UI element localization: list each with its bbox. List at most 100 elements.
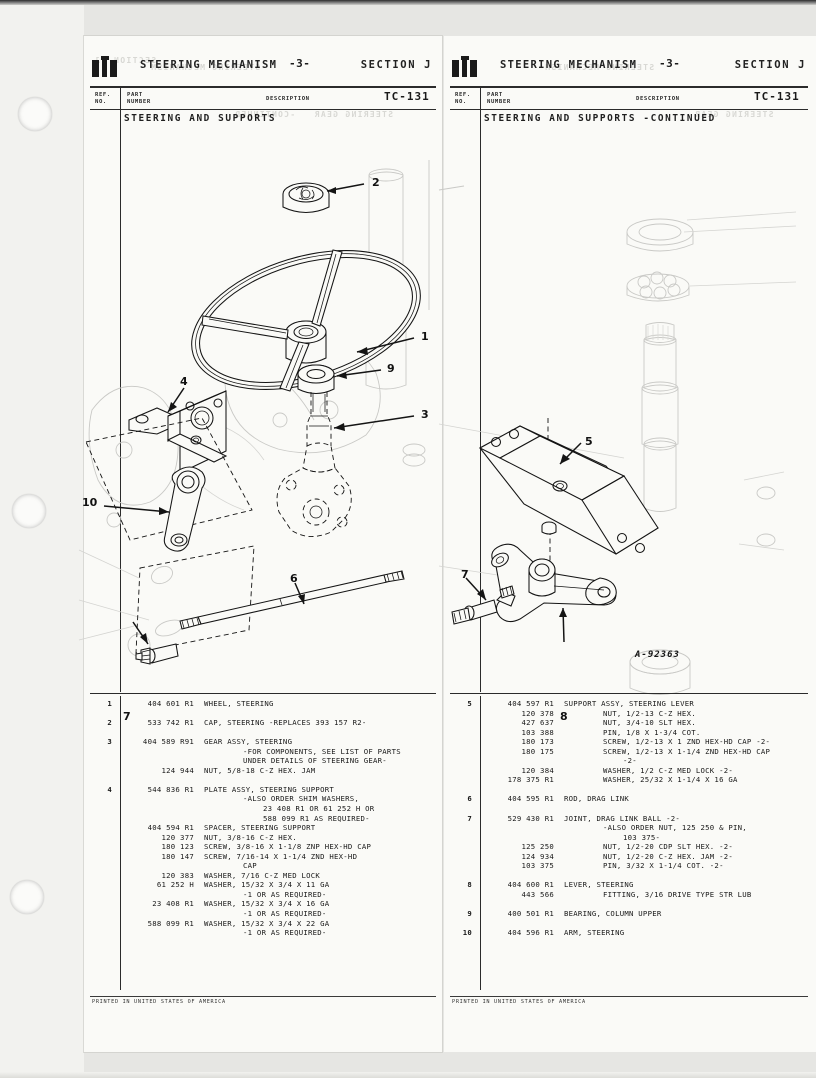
ih-logo-icon xyxy=(92,56,118,80)
part-wheel-steering xyxy=(191,249,421,392)
parts-list-spacer xyxy=(456,899,808,909)
part-description: NUT, 5/8-18 C-Z HEX. JAM xyxy=(204,765,316,775)
part-description: ARM, STEERING xyxy=(564,928,625,938)
catalog-code: TC-131 xyxy=(384,90,430,103)
part-joint-drag-link-ball-left xyxy=(135,643,179,665)
assembly-outline-2 xyxy=(135,545,255,654)
header-rule xyxy=(90,86,436,88)
parts-list-row: -1 OR AS REQUIRED- xyxy=(96,928,436,938)
part-bearing-column-upper xyxy=(297,364,335,395)
part-number: 404 594 R1 xyxy=(147,823,194,833)
footer-note: PRINTED IN UNITED STATES OF AMERICA xyxy=(452,999,586,1005)
part-support-assy-steering-lever xyxy=(478,425,659,555)
bleed-through-drawing-right xyxy=(438,211,797,577)
part-description: -1 OR AS REQUIRED- xyxy=(243,928,327,938)
part-description: PLATE ASSY, STEERING SUPPORT xyxy=(204,784,335,794)
scan-top-shadow xyxy=(0,0,816,5)
part-description: WASHER, 1/2 C-Z MED LOCK -2- xyxy=(603,765,734,775)
part-description: SPACER, STEERING SUPPORT xyxy=(204,823,316,833)
part-number: 533 742 R1 xyxy=(147,718,194,728)
part-number: 180 173 xyxy=(521,737,554,747)
punch-hole xyxy=(12,494,46,528)
part-description: WASHER, 15/32 X 3/4 X 11 GA xyxy=(204,880,330,890)
footer-rule xyxy=(90,996,436,997)
part-description: WASHER, 15/32 X 3/4 X 22 GA xyxy=(204,918,330,928)
part-number: 400 501 R1 xyxy=(507,909,554,919)
part-number: 23 408 R1 xyxy=(152,899,194,909)
part-description: FITTING, 3/16 DRIVE TYPE STR LUB xyxy=(603,889,752,899)
part-arm-steering xyxy=(163,466,206,552)
parts-list-row: UNDER DETAILS OF STEERING GEAR- xyxy=(96,756,436,766)
column-header-description: DESCRIPTION xyxy=(266,96,310,102)
part-number: 544 836 R1 xyxy=(147,784,194,794)
list-ref-divider xyxy=(480,696,481,990)
list-ref-divider xyxy=(120,696,121,990)
header-page-number: -3- xyxy=(659,57,681,70)
leader-line-10 xyxy=(103,505,170,513)
part-joint-drag-link-ball-right xyxy=(451,585,516,625)
parts-list-spacer xyxy=(96,709,436,719)
column-header-ref-no: REF.NO. xyxy=(95,92,111,105)
part-description: -FOR COMPONENTS, SEE LIST OF PARTS xyxy=(243,746,401,756)
part-description: BEARING, COLUMN UPPER xyxy=(564,909,662,919)
parts-list-row: -1 OR AS REQUIRED- xyxy=(96,890,436,900)
header-title: STEERING MECHANISM xyxy=(140,59,278,71)
part-description: 103 375- xyxy=(623,832,661,842)
header-section: SECTION J xyxy=(734,59,806,71)
part-rod-drag-link xyxy=(179,570,405,630)
parts-list-spacer xyxy=(456,919,808,929)
punch-hole xyxy=(10,880,44,914)
part-nut-stud xyxy=(541,521,557,535)
part-description: WASHER, 7/16 C-Z MED LOCK xyxy=(204,870,321,880)
parts-list-row: 3 404 589 R91 GEAR ASSY, STEERING xyxy=(96,737,436,747)
parts-list-spacer xyxy=(456,871,808,881)
part-number: 103 388 xyxy=(521,727,554,737)
figure-left-border xyxy=(120,109,121,692)
part-number: 103 375 xyxy=(521,861,554,871)
ih-logo-icon xyxy=(452,56,478,80)
callout-8: 8 xyxy=(560,710,568,723)
catalog-page-left: STEERING MECHANISM STEERING GEAR -CONTIN… xyxy=(78,36,442,1052)
catalog-code: TC-131 xyxy=(754,90,800,103)
figure-left-border xyxy=(480,109,481,692)
part-number: 124 934 xyxy=(521,851,554,861)
part-number: 404 595 R1 xyxy=(507,794,554,804)
parts-list-spacer xyxy=(96,775,436,785)
part-number: 61 252 H xyxy=(156,880,194,890)
part-number: 404 589 R91 xyxy=(142,737,194,747)
catalog-page-right: STEERING MECHANISM STEERING GEAR STEERIN… xyxy=(438,36,816,1052)
parts-list-row: 588 099 R1 AS REQUIRED- xyxy=(96,814,436,824)
exploded-parts-diagram-right xyxy=(438,120,816,695)
part-description: WHEEL, STEERING xyxy=(204,699,274,708)
parts-list-row: -ALSO ORDER NUT, 125 250 & PIN, xyxy=(456,823,808,833)
part-number: 443 566 xyxy=(521,889,554,899)
part-number: 529 430 R1 xyxy=(507,813,554,823)
part-description: LEVER, STEERING xyxy=(564,880,634,890)
part-description: ROD, DRAG LINK xyxy=(564,794,630,804)
part-ref-number: 3 xyxy=(107,737,112,747)
ghost-bearing-stack xyxy=(629,649,691,695)
part-number: 120 377 xyxy=(161,832,194,842)
part-number: 180 123 xyxy=(161,842,194,852)
header-page-number: -3- xyxy=(289,57,311,70)
part-number: 120 384 xyxy=(521,765,554,775)
header-section: SECTION J xyxy=(360,59,432,71)
part-description: GEAR ASSY, STEERING xyxy=(204,737,293,747)
part-ref-number: 5 xyxy=(467,699,472,708)
part-description: NUT, 1/2-13 C-Z HEX. xyxy=(603,708,696,718)
